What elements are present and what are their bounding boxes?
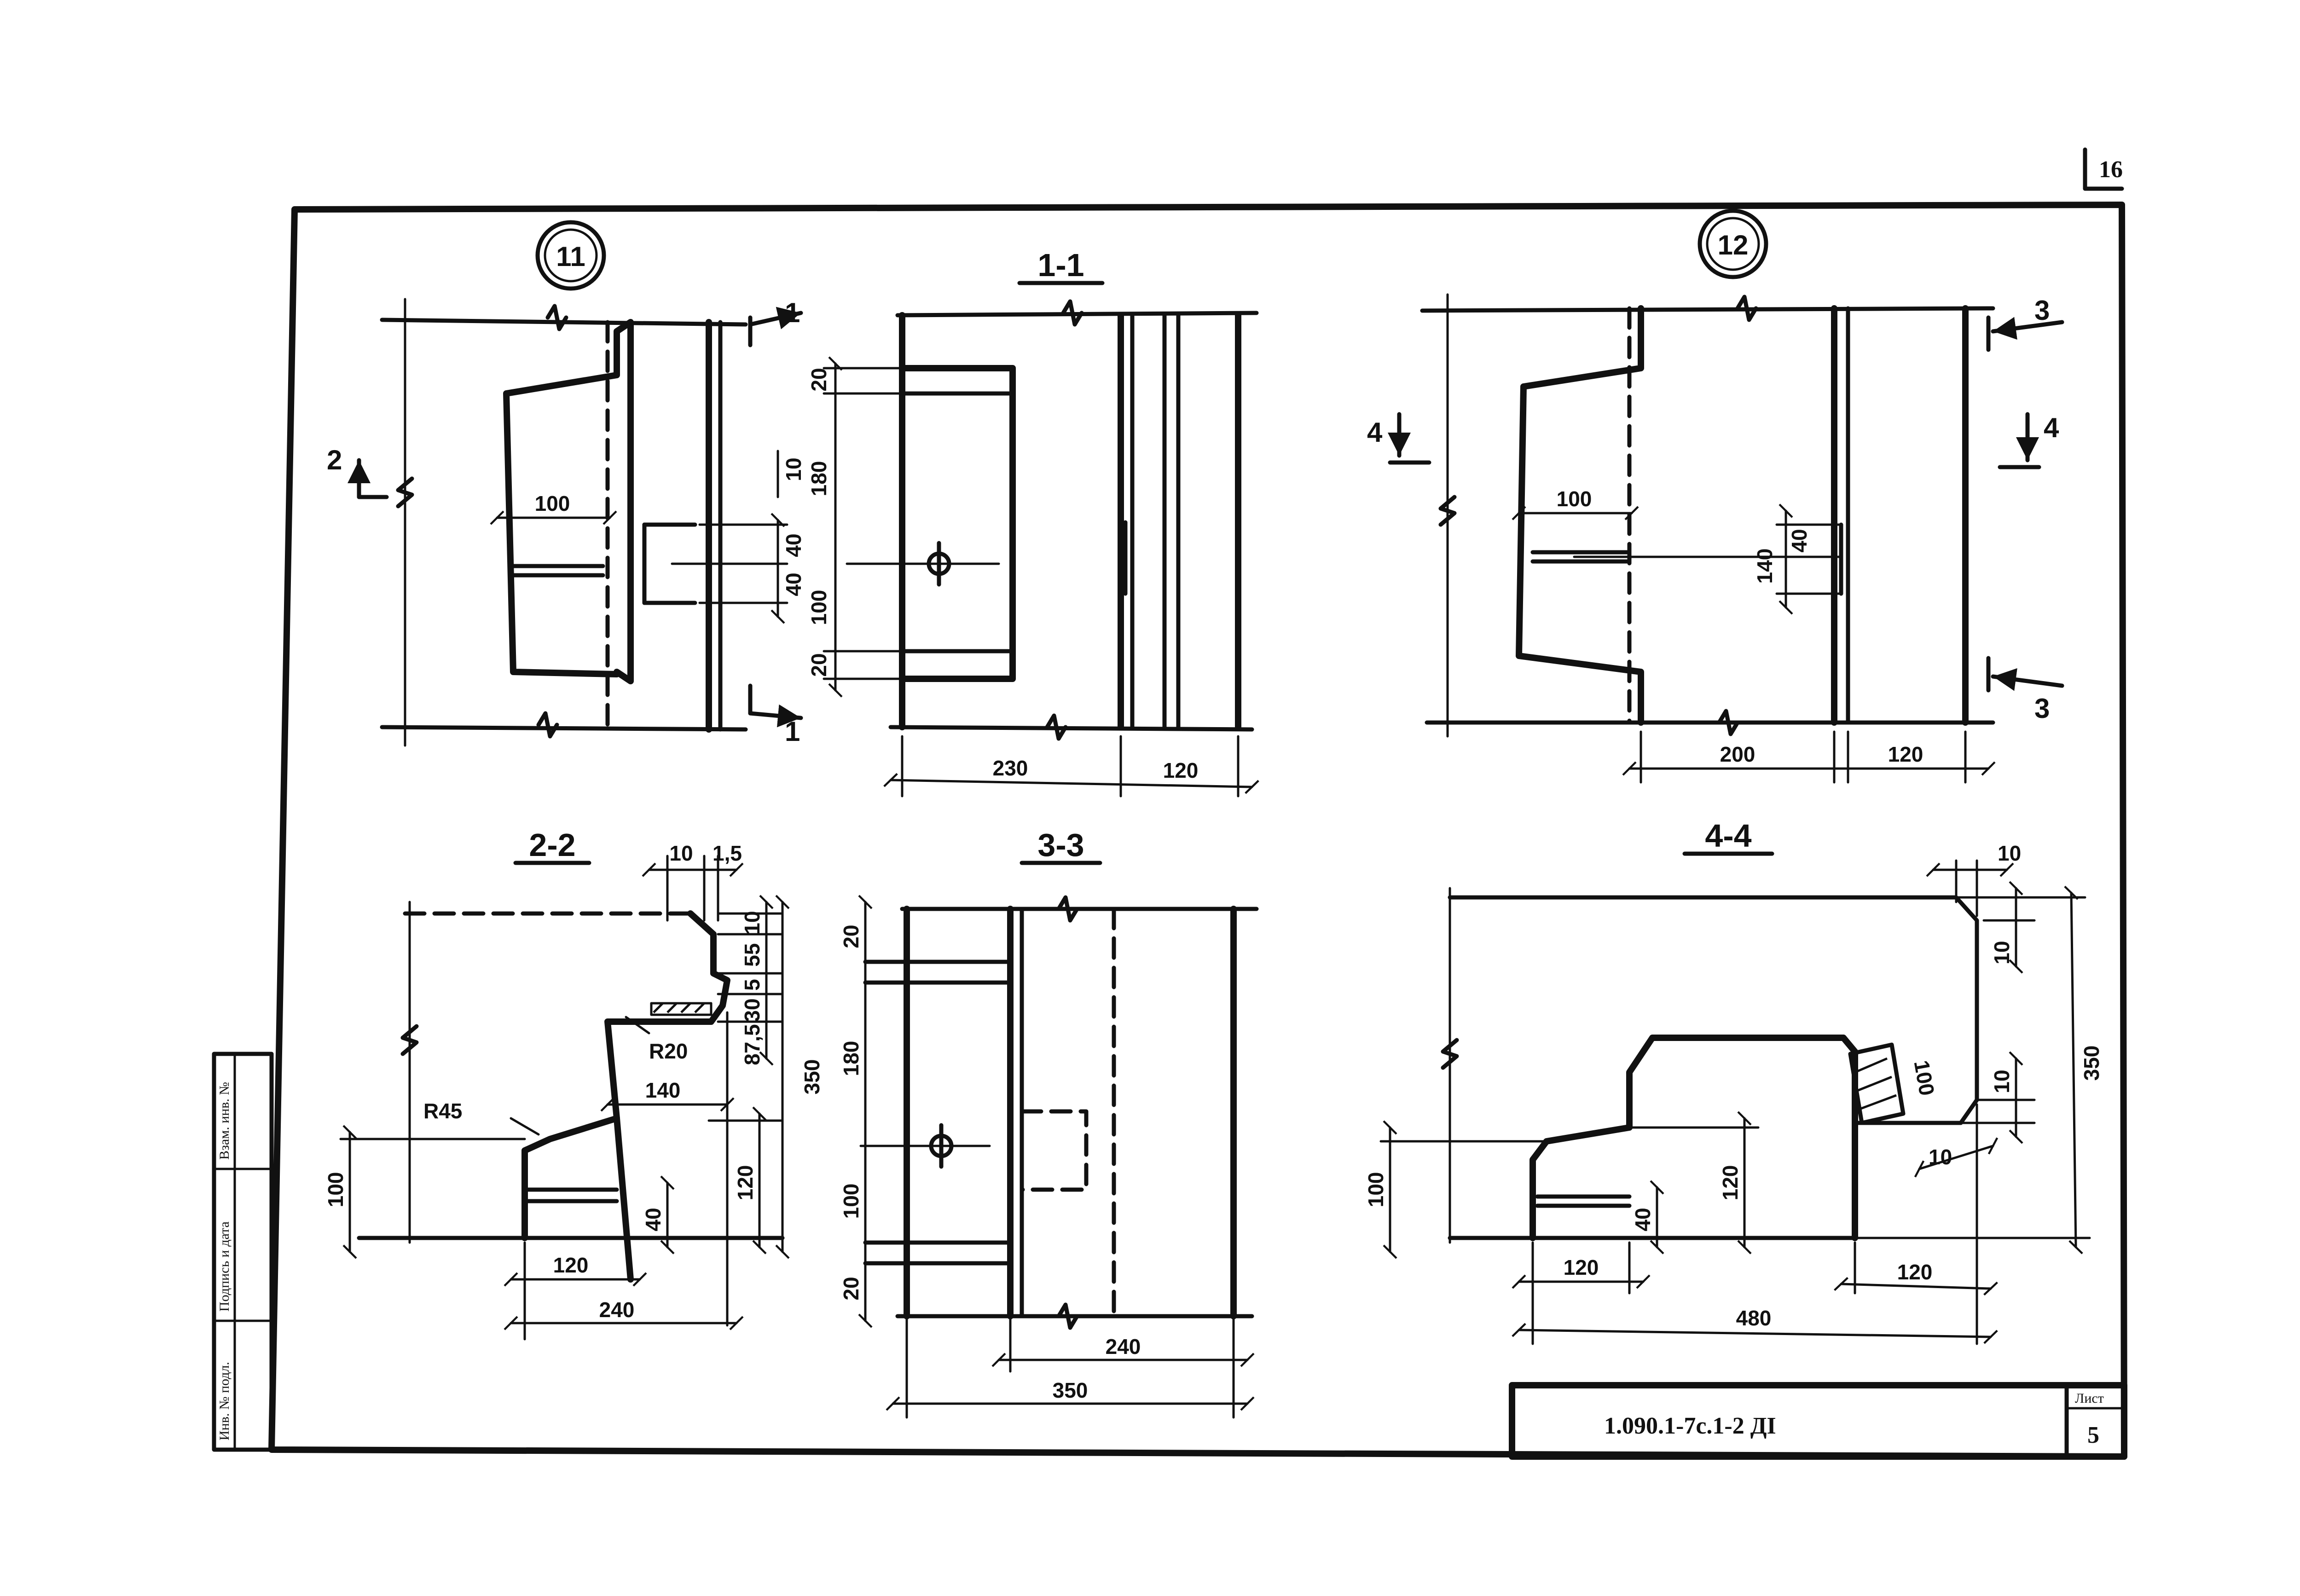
sec22-dim-10b: 10	[740, 911, 764, 934]
n12-dim-140: 140	[1753, 549, 1777, 584]
sec22-dim-1-5: 1,5	[713, 841, 742, 865]
n11-dim-40b: 40	[782, 572, 805, 596]
sec11-dim-180: 180	[807, 461, 831, 497]
sec44-dim-350: 350	[2080, 1046, 2103, 1081]
n11-dim-40a: 40	[782, 533, 805, 557]
drawing-code: 1.090.1-7с.1-2 ДI	[1604, 1413, 1776, 1439]
section-4-4: 4-4 100 10 10 350 10 10 100 40	[1364, 818, 2103, 1345]
n12-dim-120: 120	[1888, 742, 1923, 766]
n12-dim-100: 100	[1557, 487, 1592, 511]
sec22-dim-30: 30	[740, 998, 764, 1022]
side-stamp: Инв. № подл. Подпись и дата Взам. инв. №	[212, 1052, 274, 1452]
sec22-dim-40: 40	[641, 1208, 665, 1231]
sec22-dim-350: 350	[800, 1059, 824, 1095]
sec44-dim-10d: 10	[1929, 1145, 1952, 1169]
n11-cut-1-top: 1	[785, 297, 800, 328]
sec11-dim-20a: 20	[807, 368, 831, 391]
list-label: Лист	[2075, 1391, 2104, 1406]
section-1-1: 1-1 20 180 100 20 230 120	[807, 247, 1259, 798]
sec22-dim-120v: 120	[733, 1165, 757, 1201]
sec44-dim-10b: 10	[1990, 941, 2014, 964]
section-3-3: 3-3 20 180 100 20 240 350	[839, 827, 1259, 1419]
n12-cut-3-bot: 3	[2034, 693, 2050, 724]
node-12-view: 12 100 140 40 200 120 3 3	[1367, 208, 2064, 784]
sec33-dim-20a: 20	[839, 925, 863, 948]
stamp-inv-label: Инв. № подл.	[217, 1362, 232, 1440]
n12-cut-3-top: 3	[2034, 295, 2050, 326]
n11-dim-100: 100	[535, 492, 570, 515]
title-block: 1.090.1-7с.1-2 ДI Лист 5	[1509, 1382, 2127, 1460]
sec44-dim-100: 100	[1364, 1172, 1388, 1208]
sec11-dim-20b: 20	[807, 653, 831, 677]
sec44-dim-120v: 120	[1718, 1165, 1742, 1201]
sec33-dim-20b: 20	[839, 1277, 863, 1300]
sec33-dim-100: 100	[839, 1184, 863, 1219]
sec44-dim-40: 40	[1631, 1208, 1655, 1231]
node-11-view: 11 100 40 40 10 1 1 2	[327, 220, 805, 747]
n12-cut-4-left: 4	[1367, 417, 1383, 448]
list-number: 5	[2087, 1422, 2099, 1448]
sec44-dim-10a: 10	[1998, 841, 2021, 865]
stamp-sign-label: Подпись и дата	[217, 1221, 232, 1312]
sec11-dim-120: 120	[1163, 758, 1199, 782]
n11-cut-1-bot: 1	[785, 716, 800, 747]
n12-cut-4-right: 4	[2044, 412, 2059, 443]
sec22-dim-5: 5	[740, 979, 764, 991]
n11-dim-10: 10	[782, 457, 805, 481]
sec22-dim-120: 120	[553, 1253, 589, 1277]
stamp-replace-label: Взам. инв. №	[217, 1082, 232, 1160]
sec44-dim-120b: 120	[1897, 1260, 1933, 1284]
sec33-dim-350: 350	[1053, 1378, 1088, 1402]
section-2-2: 2-2 10 1,5 10 55 5 30 87,5 350	[324, 827, 824, 1341]
sec22-dim-240: 240	[599, 1298, 635, 1322]
sec11-title: 1-1	[1037, 247, 1084, 283]
sec33-dim-180: 180	[839, 1041, 863, 1076]
sec11-dim-230: 230	[993, 756, 1028, 780]
node-12-marker: 12	[1718, 230, 1749, 260]
sec44-dim-120a: 120	[1564, 1255, 1599, 1279]
n12-dim-40: 40	[1787, 529, 1811, 552]
sec44-dim-100v: 100	[1909, 1058, 1939, 1098]
sec22-dim-140: 140	[645, 1078, 681, 1102]
sec22-radius-45: R45	[423, 1099, 462, 1123]
sec44-dim-480: 480	[1736, 1306, 1772, 1330]
sec33-title: 3-3	[1037, 827, 1084, 863]
node-11-marker: 11	[556, 241, 585, 272]
sec33-dim-240: 240	[1106, 1335, 1141, 1359]
n12-dim-200: 200	[1720, 742, 1755, 766]
sec44-title: 4-4	[1705, 818, 1751, 854]
sec22-title: 2-2	[529, 827, 575, 863]
corner-number: 16	[2099, 156, 2123, 183]
sec22-dim-10a: 10	[669, 841, 693, 865]
sec11-dim-100: 100	[807, 590, 831, 625]
sec22-dim-87-5: 87,5	[740, 1024, 764, 1065]
sec22-dim-55: 55	[740, 943, 764, 966]
n11-cut-2: 2	[327, 445, 342, 475]
sec22-radius-20: R20	[649, 1039, 688, 1063]
sec22-dim-100: 100	[324, 1172, 348, 1208]
sec44-dim-10c: 10	[1990, 1070, 2014, 1093]
